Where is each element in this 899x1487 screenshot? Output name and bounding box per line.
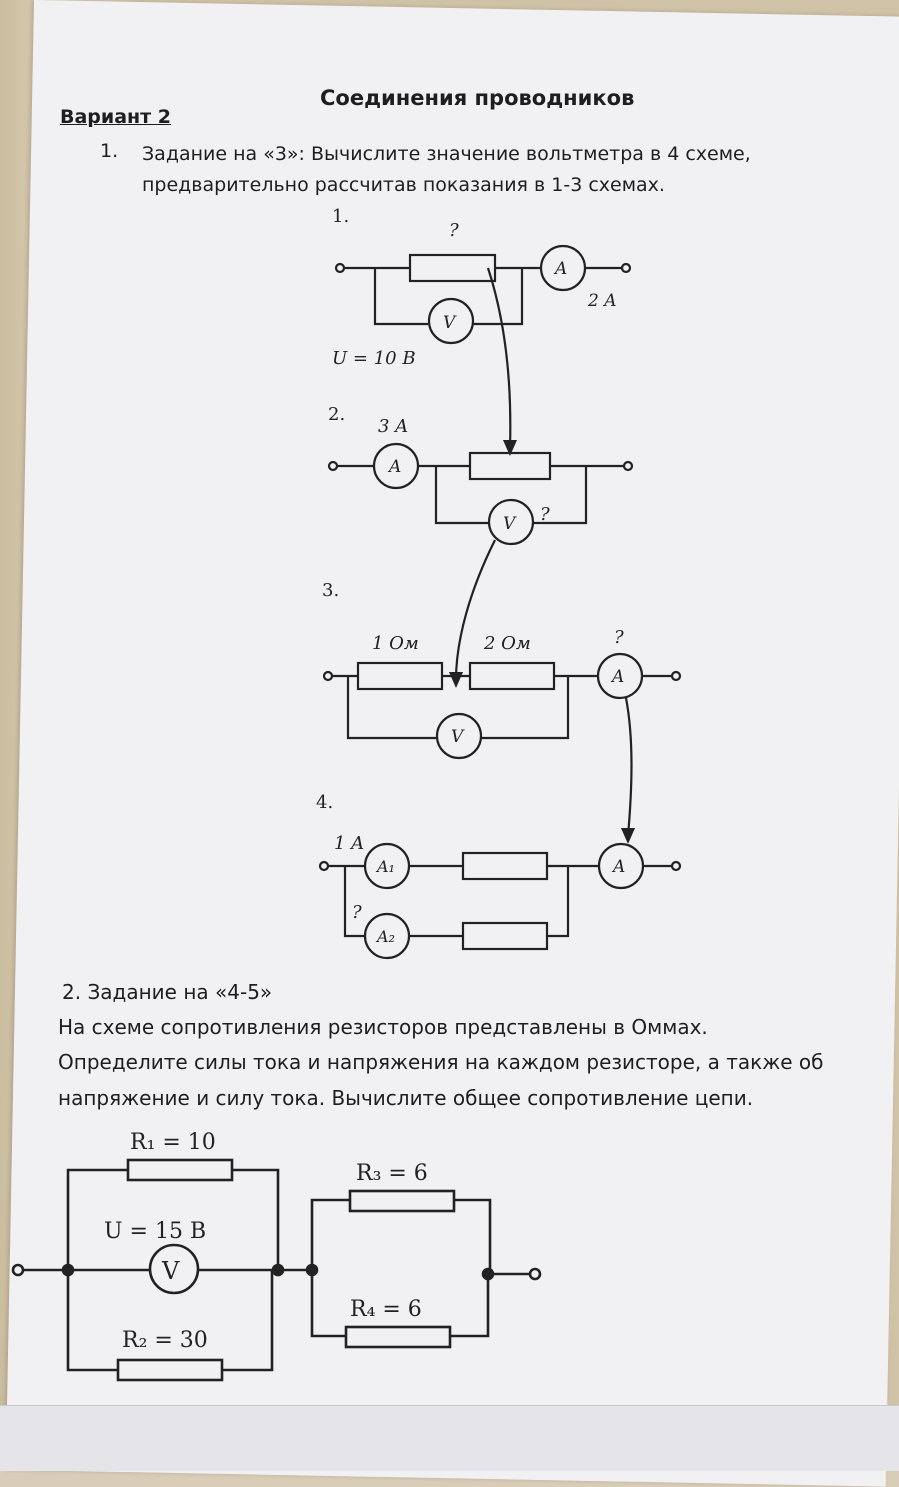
scheme2-voltmeter-value: ?	[540, 504, 550, 525]
scheme4-ammeter-symbol: A	[611, 857, 625, 877]
scheme-3: 3. 1 Ом 2 Ом ? A V	[322, 580, 682, 844]
arrow-2-to-3	[454, 539, 496, 681]
scheme4-resistor-1	[461, 851, 549, 881]
variant-label: Вариант 2	[60, 106, 172, 128]
scheme-2: 2. 3 A A V ?	[327, 404, 634, 688]
scheme3-ammeter-symbol: A	[610, 667, 624, 687]
scheme-1: 1. ? A 2 A V U = 10 B	[332, 206, 632, 456]
label-r4: R₄ = 6	[350, 1297, 422, 1322]
task2-heading: 2. Задание на «4-5»	[62, 980, 273, 1004]
scheme2-ammeter-symbol: A	[387, 457, 401, 477]
scheme4-unknown: ?	[352, 902, 362, 923]
task2-voltmeter-symbol: V	[161, 1257, 180, 1285]
task2-text-line1: На схеме сопротивления резисторов предст…	[58, 1015, 708, 1039]
scheme2-ammeter-reading: 3 A	[378, 416, 408, 437]
task2-labels: R₁ = 10 R₂ = 30 R₃ = 6 R₄ = 6 U = 15 B V	[104, 1130, 428, 1353]
scheme3-resistor-1	[356, 661, 444, 691]
scheme3-r2-label: 2 Ом	[483, 633, 531, 654]
scheme3-voltmeter	[435, 712, 483, 760]
scheme1-resistor	[408, 253, 497, 283]
scheme4-label: 4.	[316, 792, 333, 813]
scheme-4: 4. 1 A A₁ A₂ ? A	[316, 792, 682, 960]
resistor-r1	[126, 1158, 234, 1182]
scheme1-label: 1.	[332, 206, 349, 227]
scheme1-voltmeter	[427, 297, 475, 345]
task2-circuit	[11, 1158, 542, 1382]
label-r1: R₁ = 10	[130, 1130, 216, 1155]
task1-number: 1.	[100, 140, 119, 162]
task2-text-line2: Определите силы тока и напряжения на каж…	[58, 1050, 824, 1074]
scheme1-voltmeter-symbol: V	[443, 313, 457, 333]
resistor-r3	[348, 1189, 456, 1213]
scheme2-resistor	[468, 451, 552, 481]
scheme1-voltage: U = 10 B	[332, 348, 416, 369]
scheme1-ammeter-symbol: A	[553, 259, 567, 279]
scheme3-resistor-2	[468, 661, 556, 691]
label-r3: R₃ = 6	[356, 1161, 428, 1186]
resistor-r2	[116, 1358, 224, 1382]
scheme3-label: 3.	[322, 580, 339, 601]
scheme2-voltmeter-symbol: V	[503, 514, 517, 534]
arrow-3-to-4	[624, 697, 633, 837]
task1-text-line2: предварительно рассчитав показания в 1-3…	[142, 174, 665, 196]
label-r2: R₂ = 30	[122, 1328, 208, 1353]
paper-lower-sheet	[0, 1405, 899, 1471]
label-voltage: U = 15 B	[104, 1219, 206, 1244]
scheme4-a2-symbol: A₂	[375, 927, 395, 946]
task1-text-line1: Задание на «3»: Вычислите значение вольт…	[142, 143, 751, 165]
scheme1-resistor-value: ?	[449, 220, 459, 241]
scheme2-label: 2.	[328, 404, 345, 425]
arrow-1-to-2	[486, 267, 512, 449]
scheme3-r1-label: 1 Ом	[372, 633, 419, 654]
scheme4-current: 1 A	[334, 833, 364, 854]
scheme3-ammeter-value: ?	[614, 627, 624, 648]
scheme3-voltmeter-symbol: V	[451, 727, 465, 747]
scheme4-resistor-2	[461, 921, 549, 951]
page-title: Соединения проводников	[320, 86, 635, 110]
scheme4-a1-symbol: A₁	[375, 857, 395, 876]
scheme1-ammeter-reading: 2 A	[587, 291, 617, 311]
resistor-r4	[344, 1325, 452, 1349]
task2-text-line3: напряжение и силу тока. Вычислите общее …	[58, 1086, 754, 1110]
